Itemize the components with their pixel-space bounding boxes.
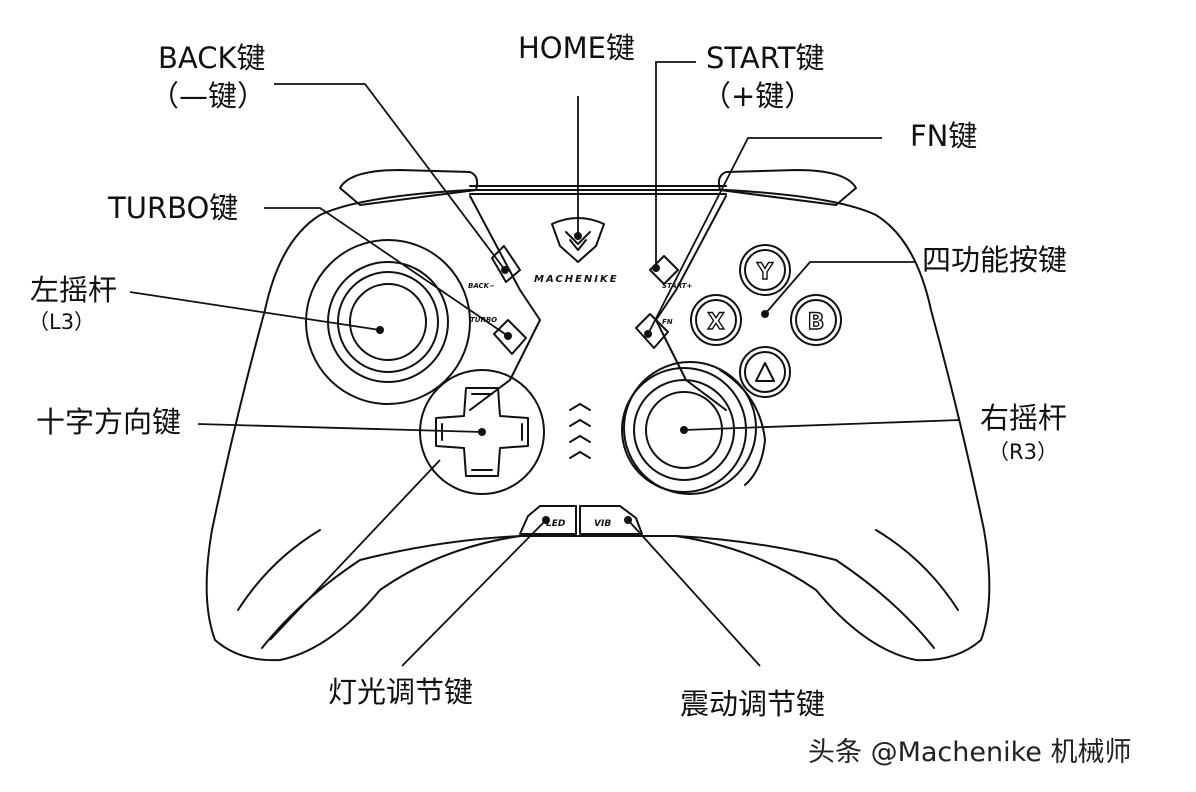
label-left-stick-sub: （L3） [28, 310, 96, 334]
watermark: 头条 @Machenike 机械师 [808, 737, 1132, 768]
right-stick-base [621, 367, 747, 493]
fn-button [635, 313, 669, 349]
label-led-adjust: 灯光调节键 [328, 675, 474, 709]
leader-left-stick [129, 291, 381, 331]
label-back-sub: （—键） [150, 79, 267, 113]
turbo-button [493, 319, 527, 355]
fn-tiny-text: FN [662, 318, 673, 326]
led-button [519, 505, 577, 535]
led-tiny-text: LED [546, 519, 566, 529]
face-button-b [790, 294, 842, 346]
leader-fn [647, 137, 882, 335]
label-right-stick-sub: （R3） [988, 440, 1058, 464]
leader-start [655, 61, 696, 268]
left-bumper [339, 169, 479, 206]
leader-turbo [264, 207, 509, 337]
label-face-buttons: 四功能按键 [922, 243, 1068, 277]
face-y-text: Y [756, 260, 774, 285]
dpad-ring [419, 369, 545, 495]
back-tiny-text: BACK− [468, 282, 495, 290]
left-stick-cap [349, 283, 427, 361]
label-dpad: 十字方向键 [36, 405, 182, 439]
back-button [491, 245, 521, 283]
leader-face [764, 261, 916, 315]
right-bumper [717, 169, 857, 206]
face-button-x [690, 294, 742, 346]
right-stick-cap [645, 391, 723, 469]
label-vib-adjust: 震动调节键 [680, 687, 826, 721]
start-button [649, 255, 679, 285]
leader-led [401, 519, 547, 667]
label-start-sub: （+键） [702, 79, 814, 113]
controller-body [205, 189, 991, 662]
start-tiny-text: START+ [662, 282, 693, 290]
face-b-text: B [808, 310, 825, 335]
label-right-stick: 右摇杆 [980, 401, 1068, 435]
left-stick-base [305, 239, 471, 405]
label-left-stick: 左摇杆 [30, 273, 118, 307]
label-turbo: TURBO键 [108, 191, 239, 225]
label-home: HOME键 [518, 31, 635, 65]
vib-button [579, 505, 643, 535]
dpad-cross [435, 387, 529, 477]
leader-back [274, 83, 506, 271]
vib-tiny-text: VIB [594, 519, 611, 529]
face-x-text: X [708, 310, 725, 335]
label-fn: FN键 [910, 119, 978, 153]
face-button-a [739, 346, 791, 398]
leader-dpad [197, 423, 483, 433]
home-button [551, 217, 605, 263]
label-start: START键 [706, 41, 825, 75]
face-button-y [739, 244, 791, 296]
brand-text: MACHENIKE [534, 274, 619, 285]
label-back: BACK键 [158, 41, 266, 75]
leader-vib [627, 519, 761, 667]
leader-right-stick [683, 419, 961, 431]
